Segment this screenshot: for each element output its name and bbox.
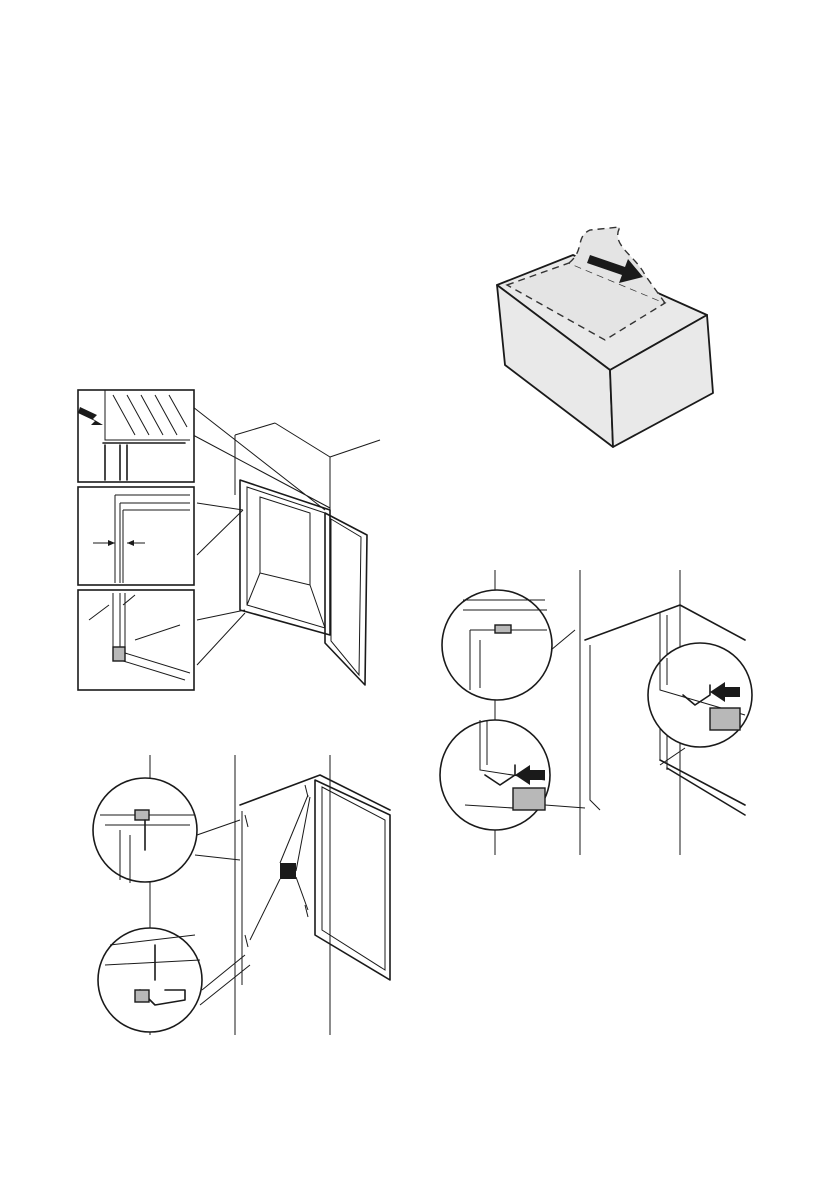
cabinet-door-alignment-icon bbox=[75, 385, 395, 695]
door-bracket-screws-figure bbox=[90, 755, 400, 1040]
hinge-cover-fitting-figure bbox=[435, 570, 755, 860]
cabinet-door-alignment-figure bbox=[75, 385, 395, 695]
packaging-box-with-arrow-icon bbox=[485, 215, 725, 460]
hinge-cover-fitting-icon bbox=[435, 570, 755, 860]
box-cover-removal-figure bbox=[485, 215, 725, 460]
door-bracket-screws-icon bbox=[90, 755, 400, 1040]
